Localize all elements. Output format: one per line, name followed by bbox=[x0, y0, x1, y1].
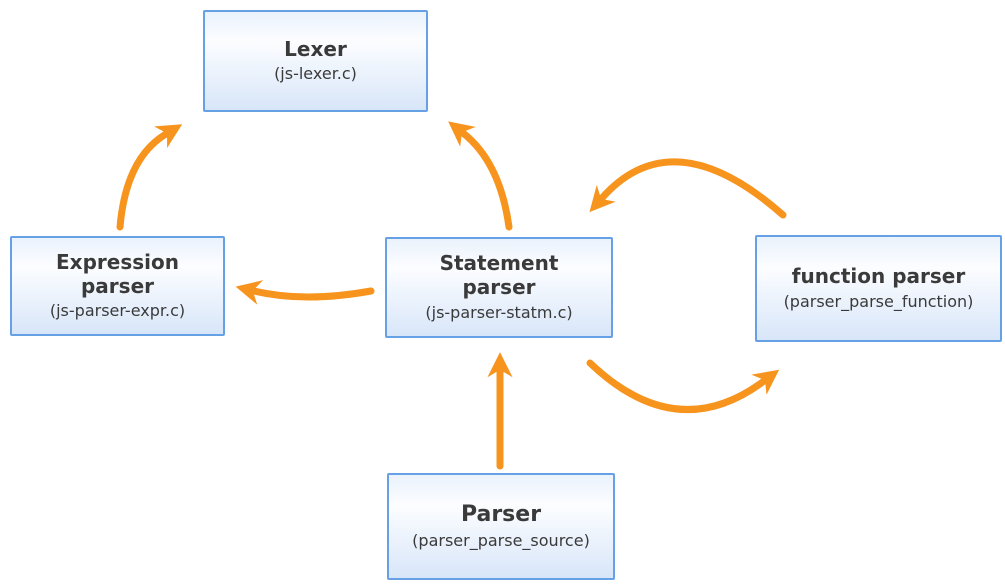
node-parser-title: Parser bbox=[460, 502, 542, 528]
arrow-statement-parser-to-function-parser bbox=[586, 359, 780, 413]
node-expression-parser-title: Expression parser bbox=[56, 249, 179, 298]
node-function-parser-subtitle: (parser_parse_function) bbox=[783, 291, 974, 311]
node-statement-parser: Statement parser (js-parser-statm.c) bbox=[385, 237, 613, 338]
arrow-statement-parser-to-expression-parser bbox=[235, 280, 375, 305]
node-expression-parser-subtitle: (js-parser-expr.c) bbox=[49, 301, 186, 321]
node-function-parser: function parser (parser_parse_function) bbox=[755, 235, 1002, 342]
node-statement-parser-title: Statement parser bbox=[439, 251, 559, 299]
node-expression-parser: Expression parser (js-parser-expr.c) bbox=[10, 236, 225, 336]
arrow-function-parser-to-statement-parser bbox=[589, 158, 787, 219]
node-parser: Parser (parser_parse_source) bbox=[387, 473, 615, 580]
node-lexer-subtitle: (js-lexer.c) bbox=[274, 64, 357, 84]
arrow-expression-parser-to-lexer bbox=[116, 124, 183, 231]
arrow-statement-parser-to-lexer bbox=[448, 121, 513, 231]
node-statement-parser-subtitle: (js-parser-statm.c) bbox=[425, 302, 573, 322]
node-parser-subtitle: (parser_parse_source) bbox=[412, 530, 590, 550]
node-lexer: Lexer (js-lexer.c) bbox=[203, 10, 428, 112]
node-lexer-title: Lexer bbox=[284, 36, 347, 61]
node-function-parser-title: function parser bbox=[791, 264, 966, 289]
